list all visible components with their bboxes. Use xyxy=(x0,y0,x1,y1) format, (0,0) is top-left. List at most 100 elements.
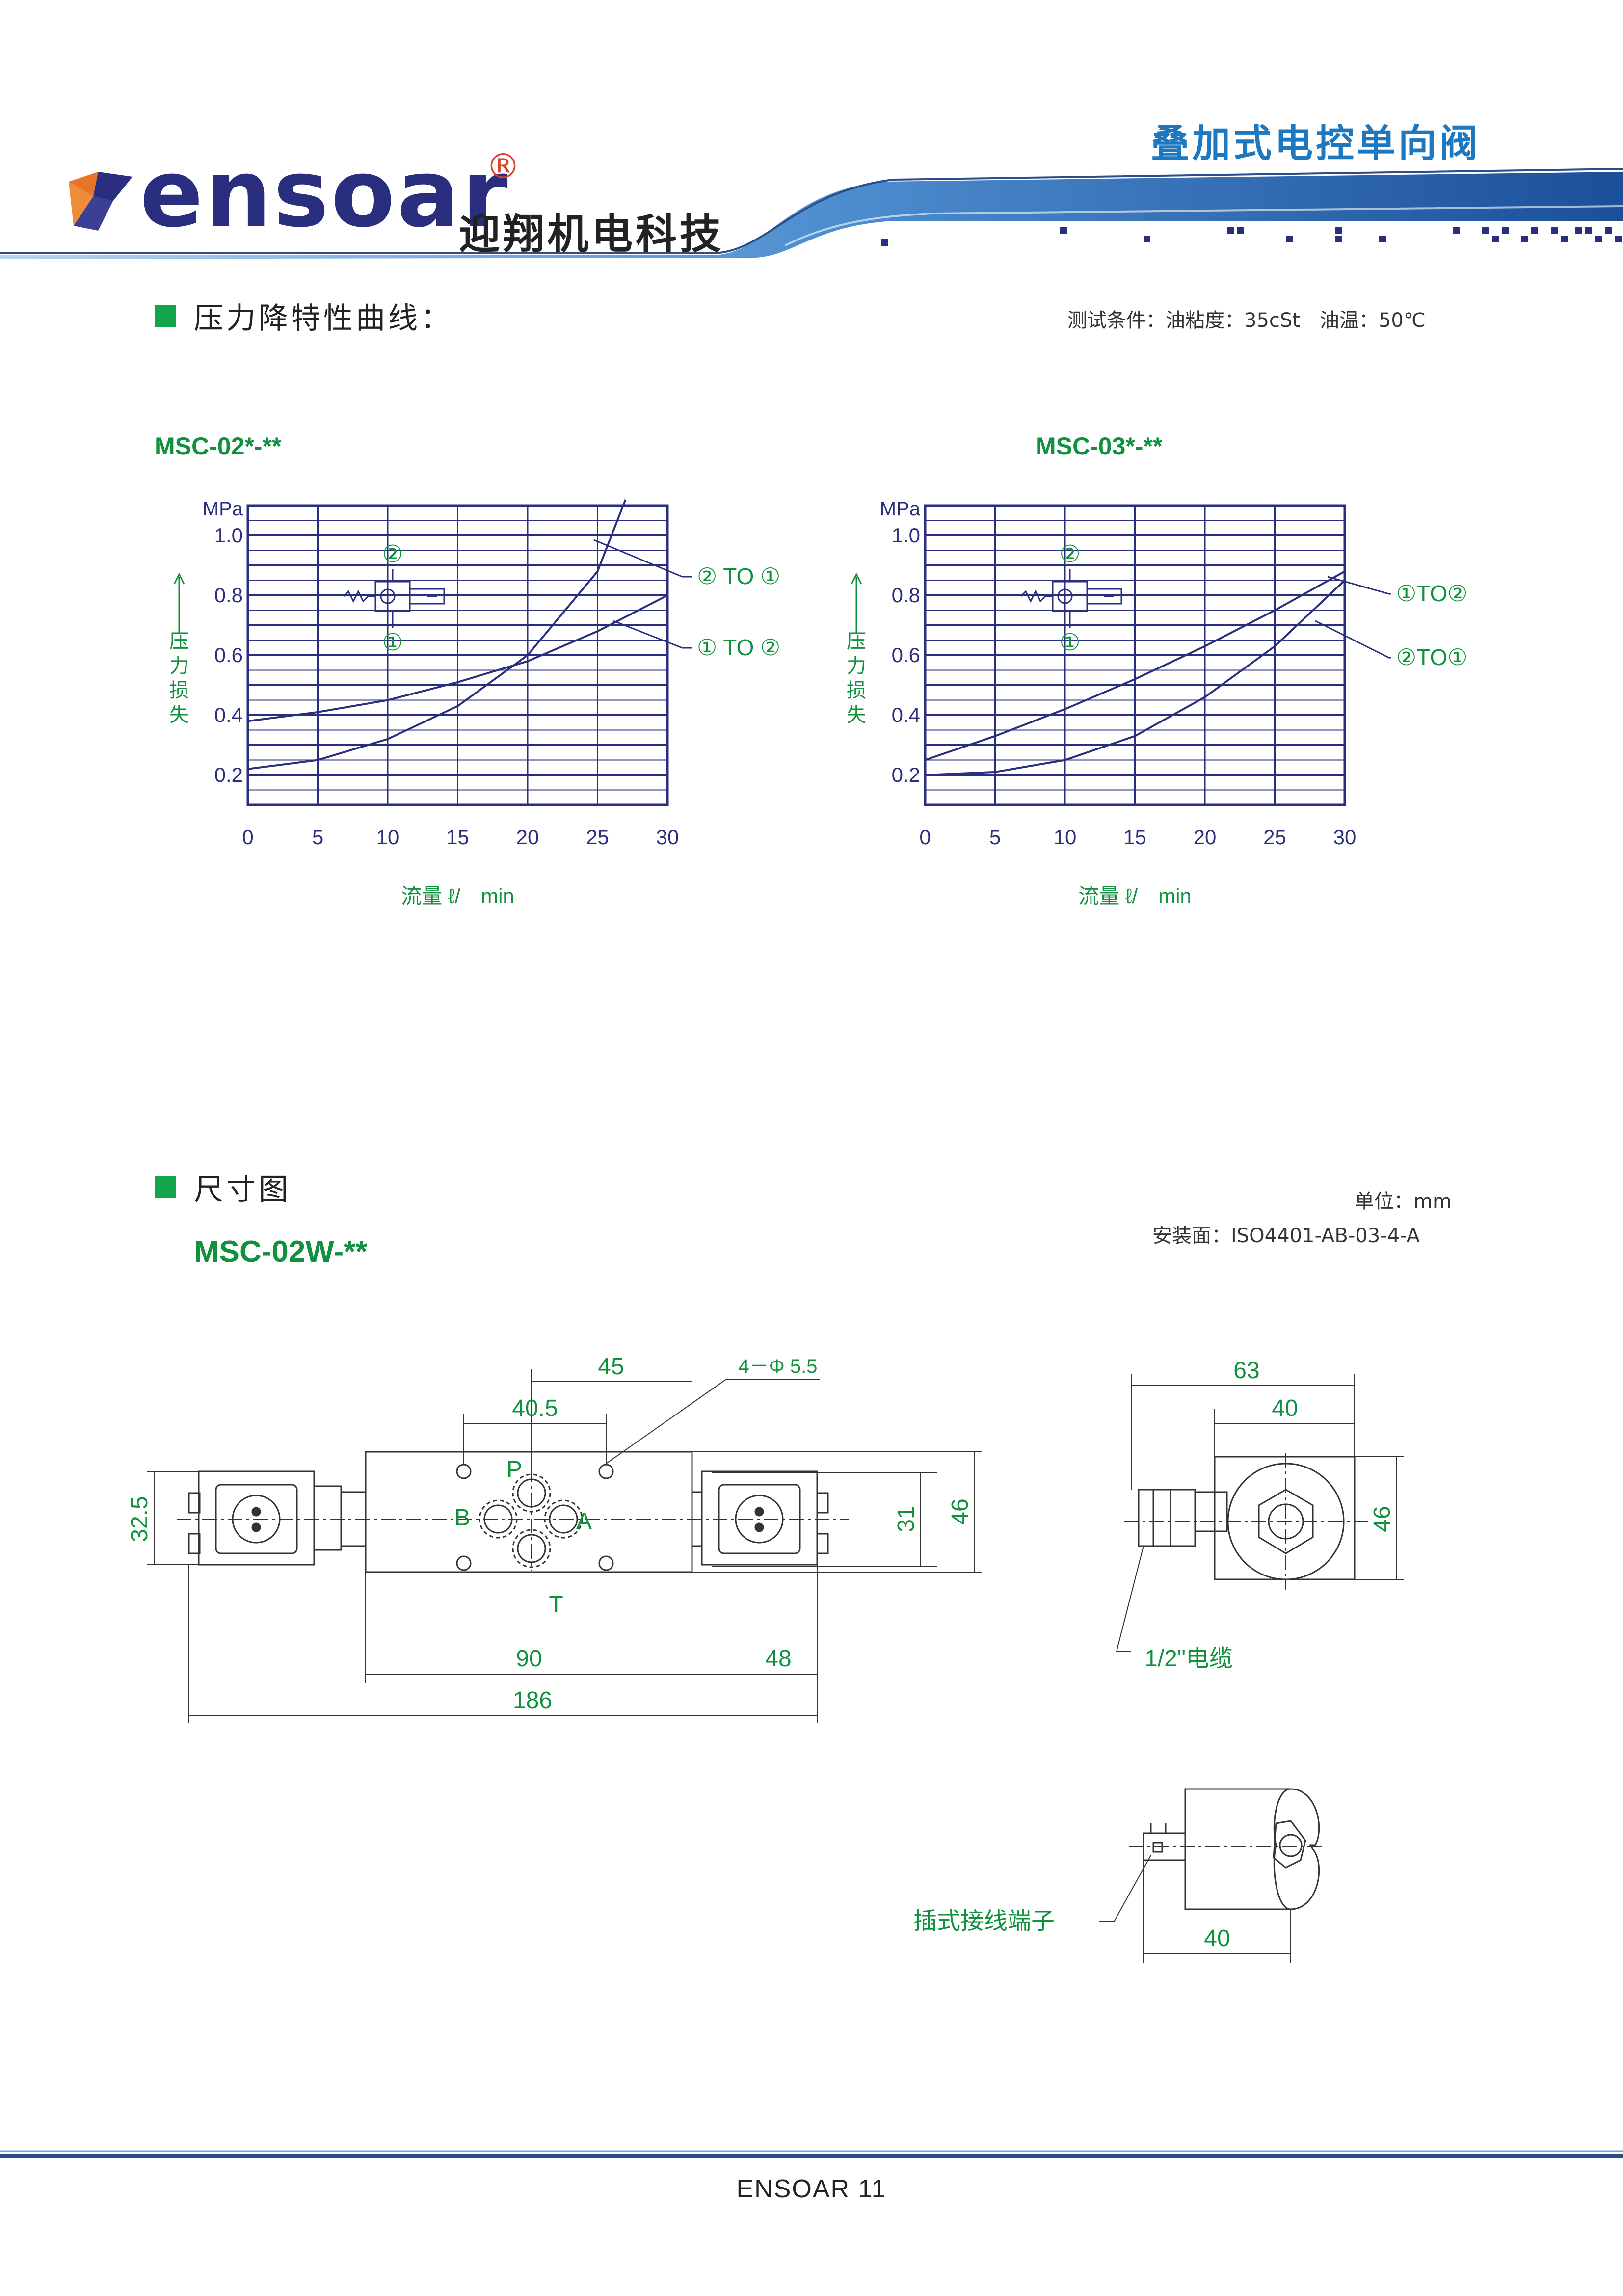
check-valve-symbol-icon: ②① xyxy=(343,541,445,656)
y-tick-label: 0.8 xyxy=(214,584,243,607)
dim-63-label: 63 xyxy=(1233,1358,1259,1384)
x-tick-label: 10 xyxy=(1054,826,1077,849)
y-axis-label-char: 损 xyxy=(847,680,866,701)
series-label: ① TO ② xyxy=(697,635,780,660)
symbol-ball xyxy=(380,588,396,604)
document-title: 叠加式电控单向阀 xyxy=(1150,122,1481,166)
section-title-text: 尺寸图 xyxy=(194,1173,291,1207)
y-axis-label-char: 损 xyxy=(169,680,189,701)
port-2-label: ② xyxy=(1059,541,1080,567)
x-tick-label: 25 xyxy=(1263,826,1286,849)
series-line xyxy=(247,499,627,770)
y-axis-arrow-icon xyxy=(173,572,185,633)
port-t-label: T xyxy=(549,1592,563,1618)
symbol-lines xyxy=(343,569,437,628)
header-swoosh xyxy=(0,168,1623,259)
section-title-dimensions: 尺寸图 xyxy=(155,1166,291,1208)
port-2-label: ② xyxy=(382,541,403,567)
valve-body xyxy=(365,1451,693,1573)
unit-note: 单位：mm xyxy=(1355,1190,1452,1213)
x-tick-label: 30 xyxy=(656,826,679,849)
port-1-label: ① xyxy=(382,630,403,656)
x-tick-label: 0 xyxy=(919,826,931,849)
port-b-label: B xyxy=(454,1505,470,1531)
x-tick-label: 15 xyxy=(1123,826,1146,849)
coil-housing xyxy=(1214,1456,1356,1580)
decorative-dots xyxy=(881,227,1622,246)
plug-dim-40-label: 40 xyxy=(1204,1925,1230,1951)
y-unit-label: MPa xyxy=(203,498,243,520)
plug-label: 插式接线端子 xyxy=(913,1908,1055,1934)
plug-housing xyxy=(1184,1788,1320,1910)
x-tick-label: 30 xyxy=(1333,826,1357,849)
series-leader-line xyxy=(593,539,692,578)
y-axis-label-char: 压 xyxy=(847,631,866,652)
symbol-lines xyxy=(1020,569,1114,628)
series-label: ② TO ① xyxy=(697,563,780,589)
x-tick-label: 25 xyxy=(586,826,609,849)
section-bullet-icon xyxy=(155,305,176,327)
x-tick-label: 10 xyxy=(376,826,399,849)
test-conditions: 测试条件：油粘度：35cSt 油温：50℃ xyxy=(1067,309,1426,332)
plot-frame xyxy=(924,504,1346,806)
y-tick-label: 0.8 xyxy=(892,584,920,607)
registered-mark: ® xyxy=(486,146,520,187)
grid xyxy=(924,505,1346,806)
series-leader-line xyxy=(1327,576,1391,595)
y-tick-label: 0.4 xyxy=(214,703,243,726)
x-axis-label: 流量 ℓ/ min xyxy=(1078,884,1192,908)
chart-title-msc02: MSC-02*-** xyxy=(155,432,282,460)
x-tick-label: 5 xyxy=(989,826,1001,849)
series-label: ②TO① xyxy=(1396,644,1468,670)
symbol-solenoid xyxy=(409,588,445,605)
port-p-label: P xyxy=(506,1457,522,1483)
section-title-pressure-drop: 压力降特性曲线： xyxy=(155,294,453,337)
logo-mark-icon xyxy=(69,172,133,231)
series-leader-line xyxy=(1315,620,1391,659)
brand-logo: ensoar ® 迎翔机电科技 xyxy=(64,142,751,258)
y-axis-label-char: 力 xyxy=(169,655,189,677)
plot-frame xyxy=(246,504,669,806)
x-tick-label: 5 xyxy=(312,826,323,849)
dim-90-label: 90 xyxy=(516,1646,542,1672)
series-label: ①TO② xyxy=(1396,581,1468,606)
y-axis-label-char: 失 xyxy=(847,704,866,726)
x-tick-label: 20 xyxy=(1194,826,1217,849)
section-title-text: 压力降特性曲线： xyxy=(194,301,453,336)
mounting-surface: 安装面：ISO4401-AB-03-4-A xyxy=(1152,1225,1420,1247)
cable-gland xyxy=(1138,1489,1196,1547)
y-unit-label: MPa xyxy=(880,498,921,520)
x-tick-label: 0 xyxy=(242,826,253,849)
dim-48-label: 48 xyxy=(765,1646,791,1672)
dimension-drawing-front-view: 45 40.5 4－Φ 5.5 P A B T 90 48 186 32.5 3… xyxy=(127,1354,982,1723)
dim-40-5-label: 40.5 xyxy=(512,1395,558,1421)
dimension-drawing-plug-connector: 40 插式接线端子 xyxy=(913,1788,1325,1963)
y-tick-label: 0.6 xyxy=(892,643,920,667)
footer-rule xyxy=(0,2150,1623,2158)
x-tick-label: 15 xyxy=(446,826,469,849)
y-tick-label: 1.0 xyxy=(892,524,920,547)
y-tick-label: 0.4 xyxy=(892,703,920,726)
holes-label: 4－Φ 5.5 xyxy=(739,1356,818,1377)
model-label: MSC-02W-** xyxy=(194,1235,368,1269)
dimension-drawing-side-view: 63 40 46 1/2"电缆 xyxy=(1116,1358,1404,1672)
series-line xyxy=(925,580,1346,776)
x-axis-label: 流量 ℓ/ min xyxy=(401,884,514,908)
y-axis-label-char: 失 xyxy=(169,704,189,726)
x-tick-label: 20 xyxy=(516,826,539,849)
dim-46-label: 46 xyxy=(947,1498,973,1524)
series-line xyxy=(925,570,1345,761)
brand-name-cn: 迎翔机电科技 xyxy=(459,210,724,258)
y-tick-label: 1.0 xyxy=(214,524,243,547)
y-axis-label-char: 力 xyxy=(847,655,866,677)
dim-31-label: 31 xyxy=(893,1506,919,1532)
section-bullet-icon xyxy=(155,1176,176,1198)
y-tick-label: 0.2 xyxy=(214,763,243,786)
chart-title-msc03: MSC-03*-** xyxy=(1036,432,1163,460)
port-a-label: A xyxy=(576,1508,592,1534)
y-tick-label: 0.2 xyxy=(892,763,920,786)
symbol-ball xyxy=(1057,588,1073,604)
dim-32-5-label: 32.5 xyxy=(127,1496,153,1542)
